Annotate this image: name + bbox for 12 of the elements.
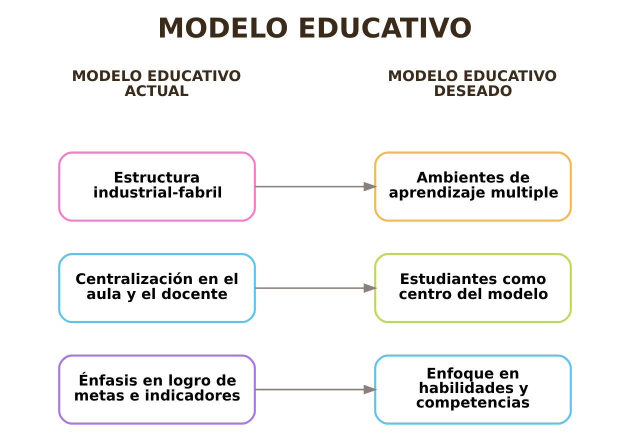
node-box: Centralización en el aula y el docente [58,253,256,324]
node-box: Estructura industrial-fabril [58,152,256,222]
arrow [254,283,377,293]
node-box: Énfasis en logro de metas e indicadores [58,354,256,425]
diagram-title: MODELO EDUCATIVO [157,13,472,44]
node-box: Estudiantes como centro del modelo [374,253,572,324]
arrow [254,384,377,394]
label: MODELO EDUCATIVO ACTUAL [71,68,241,100]
arrow [254,182,377,192]
node-box: Enfoque en habilidades y competencias [374,354,572,425]
node-box: Ambientes de aprendizaje multiple [374,152,572,222]
label: MODELO EDUCATIVO DESEADO [387,68,556,100]
